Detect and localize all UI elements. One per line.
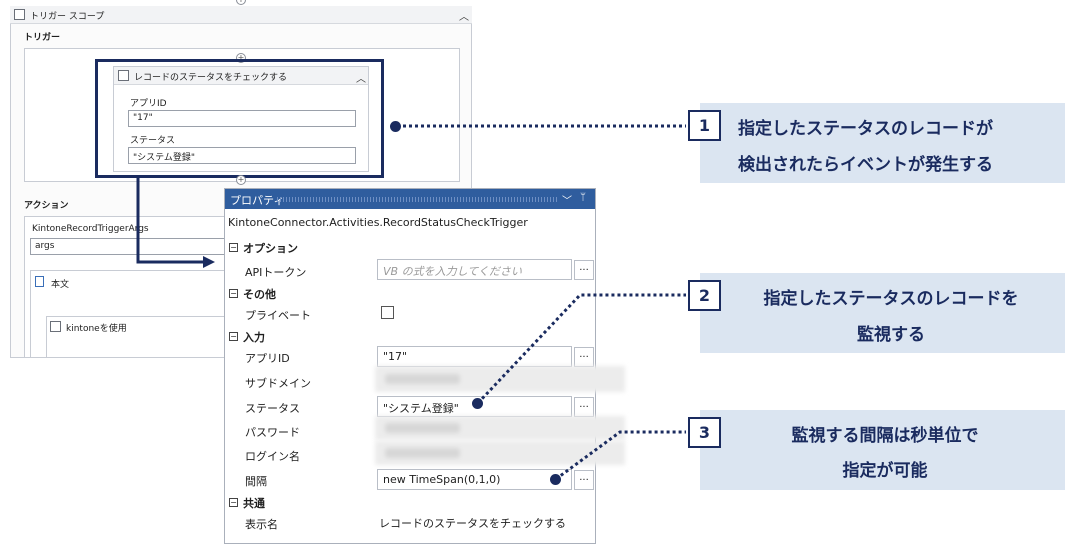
kintone-scope <box>46 316 226 358</box>
leader-dot-3 <box>550 474 561 485</box>
subdomain-label: サブドメイン <box>245 377 311 390</box>
kintone-label: kintoneを使用 <box>66 324 127 334</box>
callout-1-line1: 指定したステータスのレコードが <box>738 119 993 139</box>
leader-line-2 <box>476 293 686 405</box>
properties-title-bar: プロパティ ﹀ ᛘ <box>225 189 595 209</box>
collapse-other-icon[interactable]: − <box>229 289 238 298</box>
connector-arrowhead <box>203 256 215 268</box>
display-name-label: 表示名 <box>245 518 278 531</box>
sequence-icon <box>35 276 44 287</box>
trigger-section-label: トリガー <box>24 33 61 43</box>
login-value-redacted[interactable] <box>375 441 625 465</box>
category-other: その他 <box>243 288 276 301</box>
trigger-scope-header <box>10 6 472 24</box>
login-label: ログイン名 <box>245 450 300 463</box>
category-input: 入力 <box>243 331 265 344</box>
collapse-input-icon[interactable]: − <box>229 332 238 341</box>
callout-2-line1: 指定したステータスのレコードを <box>763 289 1019 309</box>
add-below-icon[interactable]: + <box>236 175 246 185</box>
callout-3-box <box>700 410 1065 490</box>
callout-2-box <box>700 273 1065 353</box>
password-value-redacted[interactable] <box>375 416 625 440</box>
leader-dot-2 <box>472 398 483 409</box>
body-label: 本文 <box>51 280 70 290</box>
category-common: 共通 <box>243 497 265 510</box>
collapse-icon[interactable]: ︿ <box>459 12 469 23</box>
redacted-text <box>385 423 460 433</box>
title-hatch <box>277 197 557 202</box>
properties-title: プロパティ <box>230 194 285 207</box>
add-trigger-icon[interactable]: + <box>236 53 246 63</box>
prop-app-id-label: アプリID <box>245 352 290 365</box>
interval-input[interactable]: new TimeSpan(0,1,0) <box>377 469 572 490</box>
activity-header <box>114 67 368 85</box>
display-name-value[interactable]: レコードのステータスをチェックする <box>379 517 566 530</box>
activity-title: レコードのステータスをチェックする <box>134 73 288 83</box>
callout-3-number: 3 <box>688 417 721 448</box>
app-id-input[interactable]: "17" <box>128 110 356 127</box>
callout-1-box <box>700 103 1065 183</box>
callout-3-line2: 指定が可能 <box>842 461 928 481</box>
private-label: プライベート <box>245 309 311 322</box>
callout-2-line2: 監視する <box>857 325 925 345</box>
prop-app-id-input[interactable]: "17" <box>377 346 572 367</box>
args-type-label: KintoneRecordTriggerArgs <box>32 224 149 234</box>
trigger-scope-icon <box>14 9 25 20</box>
api-token-label: APIトークン <box>245 266 307 279</box>
callout-1-number: 1 <box>688 110 721 141</box>
leader-line-3 <box>555 430 686 481</box>
api-token-input[interactable]: VB の式を入力してください <box>377 259 572 280</box>
trigger-scope-title: トリガー スコープ <box>30 12 105 22</box>
private-checkbox[interactable] <box>381 306 394 319</box>
connector-line <box>136 178 205 264</box>
callout-3-line1: 監視する間隔は秒単位で <box>791 426 979 446</box>
status-label: ステータス <box>130 136 176 146</box>
callout-1-line2: 検出されたらイベントが発生する <box>738 155 993 175</box>
status-input[interactable]: "システム登録" <box>128 147 356 164</box>
interval-expression-button[interactable]: ... <box>574 470 594 490</box>
callout-2-number: 2 <box>688 280 721 311</box>
redacted-text <box>385 374 460 384</box>
action-section-label: アクション <box>24 201 69 211</box>
kintone-icon <box>50 321 61 332</box>
app-id-label: アプリID <box>130 99 167 109</box>
pin-icon[interactable]: ᛘ <box>580 192 586 203</box>
interval-label: 間隔 <box>245 475 267 488</box>
activity-collapse-icon[interactable]: ︿ <box>356 74 366 85</box>
password-label: パスワード <box>245 426 300 439</box>
prop-status-label: ステータス <box>245 402 300 415</box>
api-token-expression-button[interactable]: ... <box>574 260 594 280</box>
activity-class-name: KintoneConnector.Activities.RecordStatus… <box>228 216 528 229</box>
collapse-common-icon[interactable]: − <box>229 498 238 507</box>
redacted-text <box>385 448 460 458</box>
category-options: オプション <box>243 242 298 255</box>
collapse-options-icon[interactable]: − <box>229 243 238 252</box>
dropdown-icon[interactable]: ﹀ <box>562 196 572 207</box>
leader-dot-1 <box>390 121 401 132</box>
activity-icon <box>118 70 129 81</box>
app-id-expression-button[interactable]: ... <box>574 347 594 367</box>
